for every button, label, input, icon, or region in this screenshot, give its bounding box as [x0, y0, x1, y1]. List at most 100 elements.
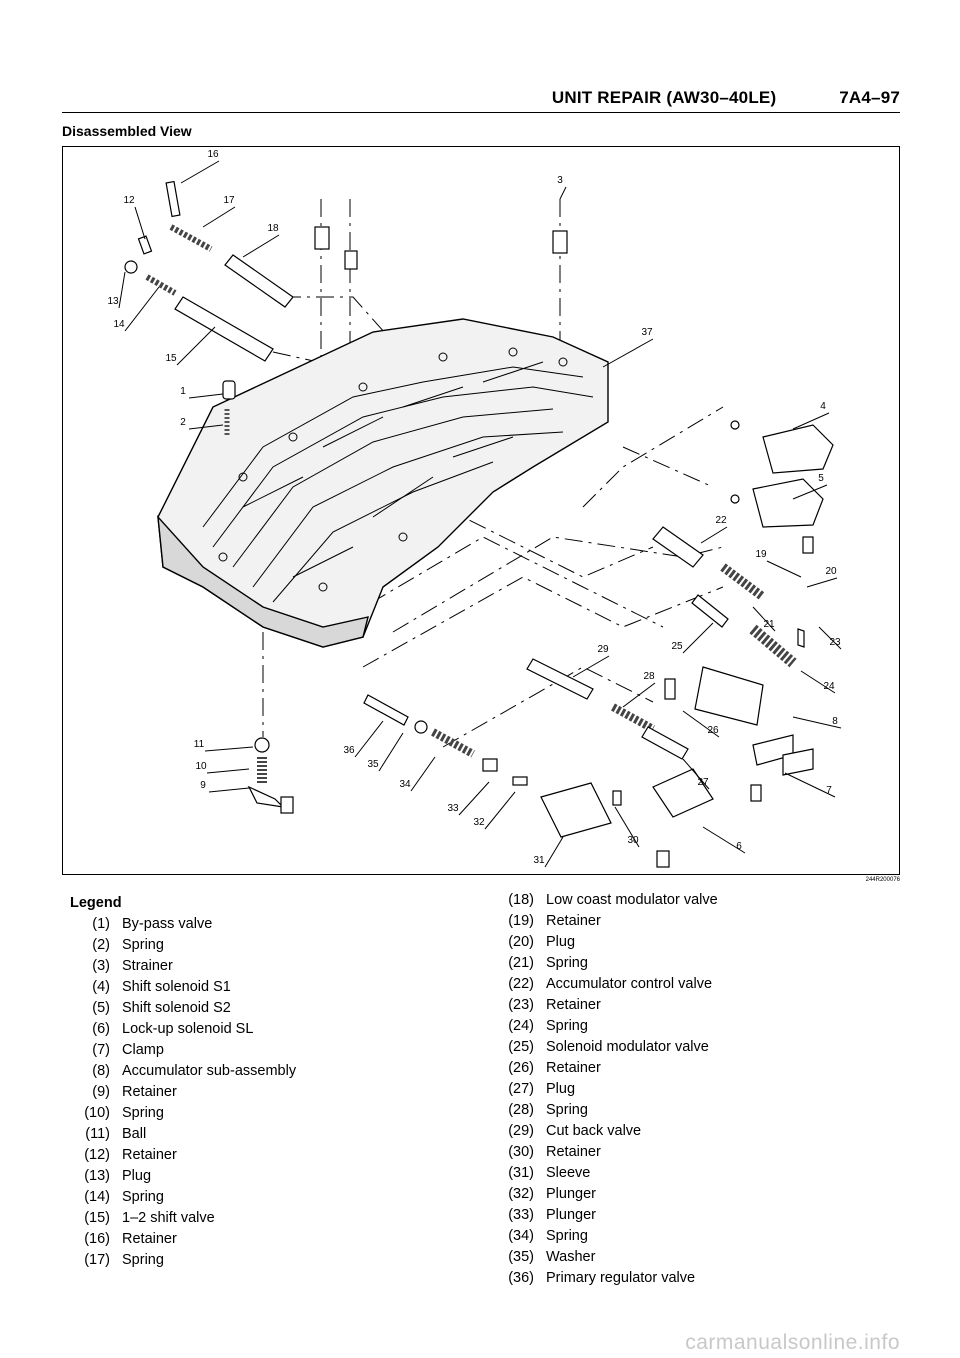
legend-item: (4)Shift solenoid S1 — [68, 977, 296, 998]
callout-number: 4 — [820, 401, 826, 412]
callout-group: 1234567891011121314151617181920212223242… — [107, 149, 842, 868]
legend-item: (15)1–2 shift valve — [68, 1208, 296, 1229]
legend-item-label: Plug — [546, 934, 576, 950]
legend-item: (18)Low coast modulator valve — [490, 890, 718, 911]
callout-leader-line — [188, 393, 224, 399]
legend-item: (32) Plunger — [490, 1184, 718, 1205]
callout-leader-line — [572, 655, 610, 678]
callout-number: 34 — [399, 779, 411, 790]
legend-item-label: Retainer — [546, 997, 601, 1013]
legend-item: (8) Accumulator sub-assembly — [68, 1061, 296, 1082]
legend-item: (30)Retainer — [490, 1142, 718, 1163]
legend-item-number: (8) — [92, 1063, 110, 1079]
callout-leader-line — [544, 836, 564, 868]
legend-item-label: Spring — [122, 937, 164, 953]
legend-item-number: (2) — [92, 937, 110, 953]
callout-number: 33 — [447, 803, 459, 814]
watermark: carmanualsonline.info — [685, 1331, 900, 1354]
section-title: Disassembled View — [62, 123, 192, 139]
callout-number: 27 — [697, 777, 709, 788]
callout-number: 24 — [823, 681, 835, 692]
legend-item: (14)Spring — [68, 1187, 296, 1208]
legend-item-number: (6) — [92, 1021, 110, 1037]
callout-leader-line — [188, 424, 224, 430]
legend-item: (2) Spring — [68, 935, 296, 956]
legend-item-label: Lock-up solenoid SL — [122, 1021, 254, 1037]
legend-item-number: (7) — [92, 1042, 110, 1058]
component-parts — [124, 180, 834, 868]
callout-number: 3 — [557, 175, 563, 186]
legend-item: (28)Spring — [490, 1100, 718, 1121]
callout-number: 1 — [180, 386, 186, 397]
legend-item: (34) Spring — [490, 1226, 718, 1247]
valve-body — [157, 318, 609, 648]
legend-item-number: (19) — [508, 913, 534, 929]
callout-number: 7 — [826, 785, 832, 796]
callout-number: 25 — [671, 641, 683, 652]
legend-item-number: (11) — [85, 1126, 110, 1142]
legend-item-number: (21) — [508, 955, 534, 971]
callout-leader-line — [410, 756, 436, 792]
legend-item: (24)Spring — [490, 1016, 718, 1037]
callout-leader-line — [602, 338, 654, 368]
legend-right-column: (18)Low coast modulator valve(19)Retaine… — [490, 890, 718, 1289]
callout-leader-line — [800, 670, 836, 694]
legend-item-label: Sleeve — [546, 1165, 591, 1181]
legend-item-number: (28) — [508, 1102, 534, 1118]
legend-item-number: (29) — [508, 1123, 534, 1139]
legend-item-number: (16) — [84, 1231, 110, 1247]
legend-item-number: (9) — [92, 1084, 110, 1100]
legend-item-number: (25) — [508, 1039, 534, 1055]
legend-item-label: Retainer — [122, 1084, 177, 1100]
legend-item-label: Plunger — [546, 1186, 596, 1202]
legend-item-label: Accumulator sub-assembly — [122, 1063, 297, 1079]
valve-body-diagram: 1234567891011121314151617181920212223242… — [107, 149, 842, 868]
callout-number: 14 — [113, 319, 125, 330]
callout-number: 20 — [825, 566, 837, 577]
callout-number: 28 — [643, 671, 655, 682]
callout-leader-line — [559, 186, 567, 200]
legend-item-number: (32) — [508, 1186, 534, 1202]
callout-leader-line — [752, 606, 776, 632]
legend-item: (19)Retainer — [490, 911, 718, 932]
callout-leader-line — [700, 526, 728, 544]
figure-code: 244R200076 — [865, 877, 900, 883]
callout-leader-line — [204, 746, 254, 752]
legend-item-number: (13) — [84, 1168, 110, 1184]
legend-item-number: (23) — [508, 997, 534, 1013]
legend-item-number: (15) — [84, 1210, 110, 1226]
callout-number: 23 — [829, 637, 841, 648]
callout-leader-line — [818, 626, 842, 650]
legend-item-number: (22) — [508, 976, 534, 992]
callout-leader-line — [784, 772, 836, 798]
callout-number: 35 — [367, 759, 379, 770]
legend-item-number: (1) — [92, 916, 110, 932]
legend-item-label: Solenoid modulator valve — [546, 1039, 709, 1055]
legend-item-number: (30) — [508, 1144, 534, 1160]
legend-item-label: Shift solenoid S1 — [122, 979, 231, 995]
legend-item: (26)Retainer — [490, 1058, 718, 1079]
legend-item-number: (36) — [508, 1270, 534, 1286]
legend-item-label: Spring — [546, 955, 588, 971]
legend-item-label: Shift solenoid S2 — [122, 1000, 231, 1016]
callout-number: 12 — [123, 195, 135, 206]
legend-item-label: Cut back valve — [546, 1123, 642, 1139]
legend-item-label: Low coast modulator valve — [546, 892, 718, 908]
callout-number: 19 — [755, 549, 767, 560]
legend-item: (10)Spring — [68, 1103, 296, 1124]
legend-item-label: Plunger — [546, 1207, 596, 1223]
page-number: 7A4–97 — [839, 88, 900, 107]
legend-item-label: Spring — [546, 1228, 588, 1244]
legend-item: (9) Retainer — [68, 1082, 296, 1103]
legend-item-label: Retainer — [122, 1147, 177, 1163]
legend-item-label: Spring — [122, 1105, 164, 1121]
callout-number: 30 — [627, 835, 639, 846]
legend-item-label: Strainer — [122, 958, 173, 974]
callout-leader-line — [792, 484, 828, 500]
callout-leader-line — [806, 577, 838, 588]
legend-item: (22)Accumulator control valve — [490, 974, 718, 995]
legend-item-number: (34) — [508, 1228, 534, 1244]
legend-item: (6) Lock-up solenoid SL — [68, 1019, 296, 1040]
callout-number: 37 — [641, 327, 653, 338]
callout-number: 8 — [832, 716, 838, 727]
